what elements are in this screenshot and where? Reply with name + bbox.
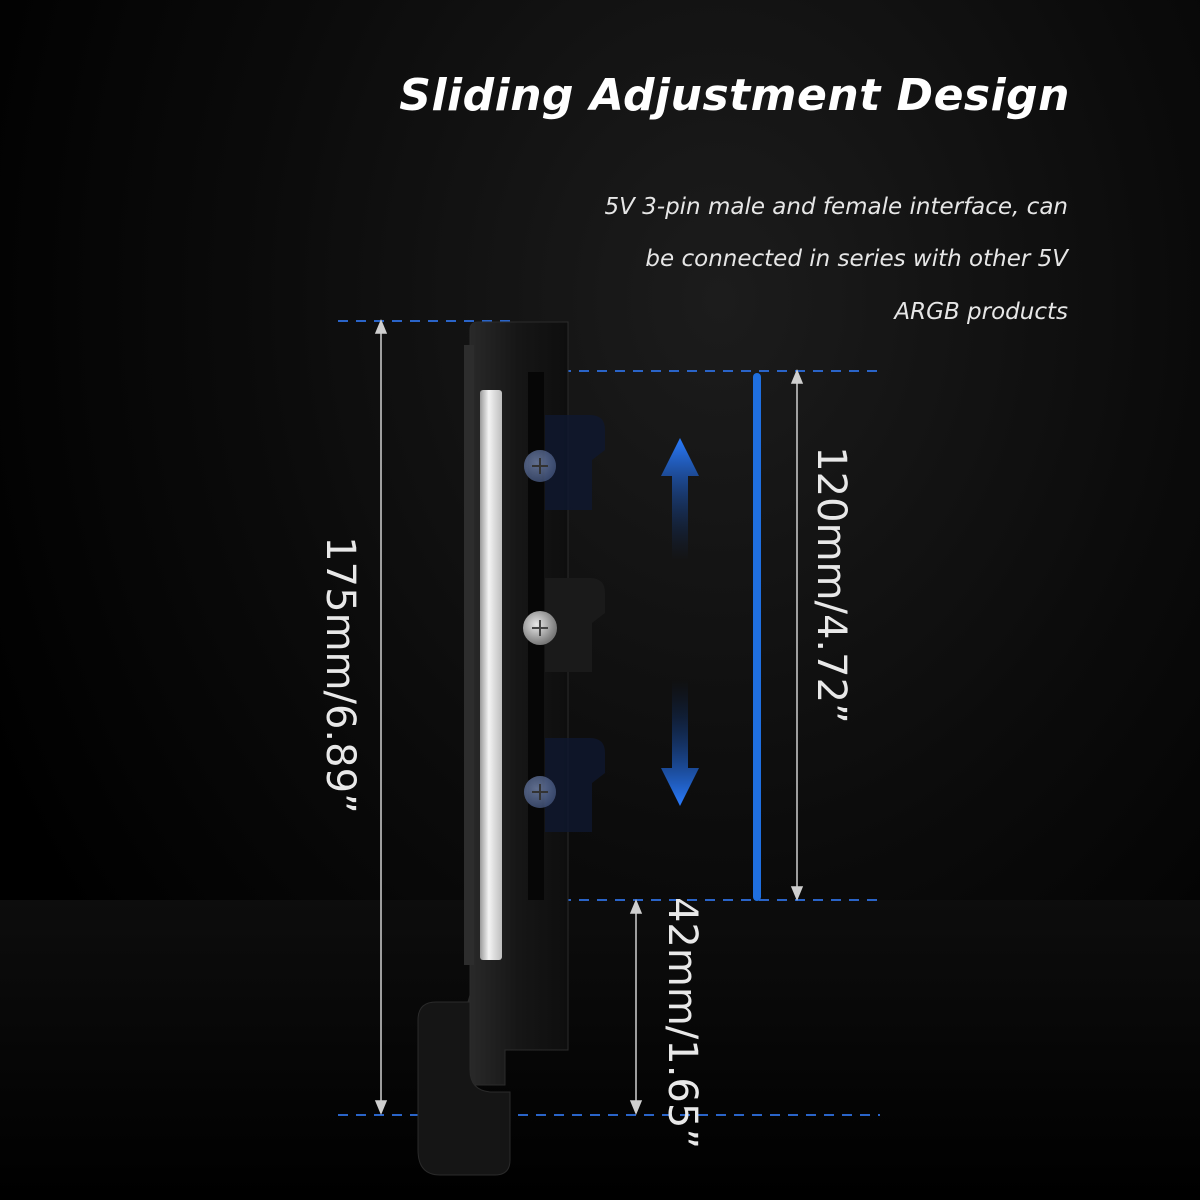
description-line-1: 5V 3-pin male and female interface, can (604, 194, 1068, 220)
total-height-label: 175mm/6.89” (317, 536, 363, 814)
adjust-range-bar (753, 373, 761, 901)
screw-icon (523, 611, 557, 645)
description-line-3: ARGB products (894, 299, 1068, 325)
base-offset-label: 42mm/1.65” (659, 896, 705, 1150)
page-title: Sliding Adjustment Design (399, 70, 1070, 121)
up-arrow-icon (661, 438, 699, 560)
description-line-2: be connected in series with other 5V (645, 246, 1068, 272)
dashed-guides (338, 320, 880, 1116)
bracket (417, 321, 605, 1176)
adjust-range-label: 120mm/4.72” (808, 446, 854, 724)
down-arrow-icon (661, 680, 699, 806)
led-strip (480, 390, 502, 960)
screw-icon (524, 776, 556, 808)
floor-reflection (0, 900, 1200, 1200)
screw-icon (524, 450, 556, 482)
dimension-lines (374, 319, 804, 1115)
